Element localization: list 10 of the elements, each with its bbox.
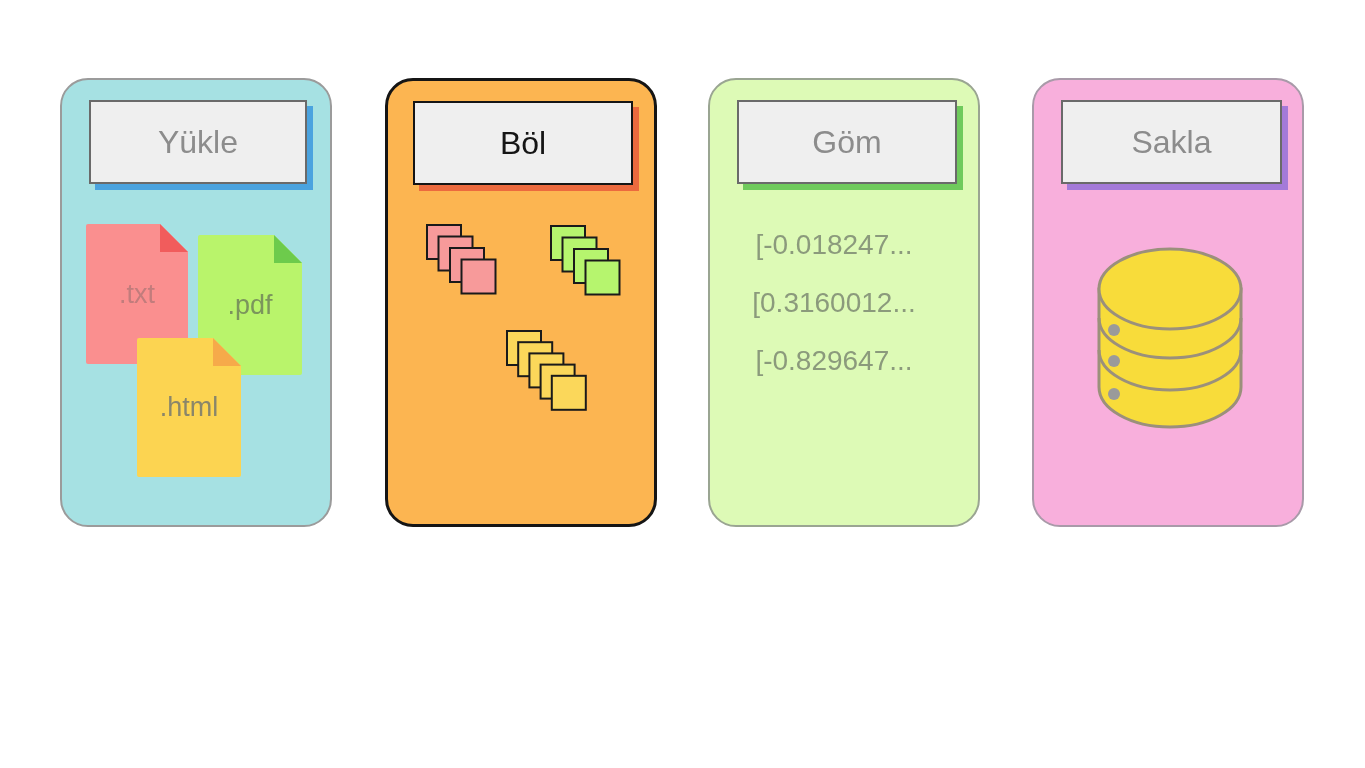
step-card: [1032, 78, 1304, 527]
vector-text: [0.3160012...: [752, 286, 916, 320]
vector-text: [-0.018247...: [755, 228, 913, 262]
step-card: [708, 78, 980, 527]
file-document: .txt: [86, 224, 188, 364]
file-document: .pdf: [198, 235, 302, 375]
step-card: [60, 78, 332, 527]
file-document: .html: [137, 338, 241, 477]
vector-text: [-0.829647...: [755, 344, 913, 378]
step-card: [385, 78, 657, 527]
